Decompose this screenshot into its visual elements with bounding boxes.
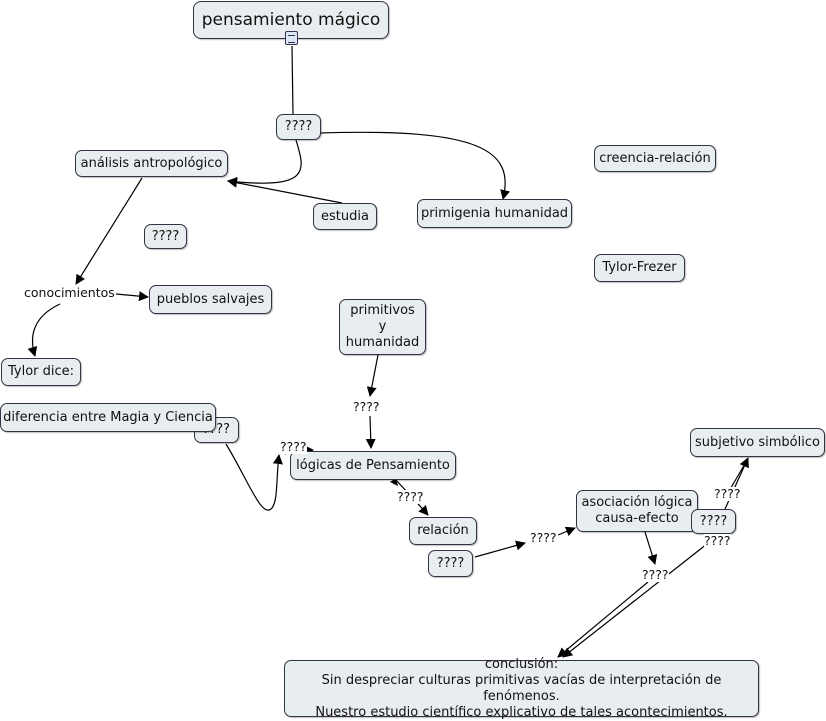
arrow-tail [390,478,398,486]
edge-estudia-to-analisis [227,177,343,204]
edge-conocimientos-to-pueblos [115,291,149,302]
edge-q-to-asociacion [557,526,576,537]
node-pueblos-salvajes[interactable]: pueblos salvajes [149,285,272,314]
edge-title-to-q [291,45,294,115]
node-pensamiento-magico[interactable]: pensamiento mágico [193,1,389,39]
edge-q-to-primigenia [319,131,510,200]
node-q-right[interactable]: ???? [691,509,736,534]
label-q3: ???? [397,489,424,504]
node-analisis-antropologico[interactable]: análisis antropológico [75,150,228,177]
node-q-top[interactable]: ???? [276,114,321,140]
label-q2: ???? [280,439,307,454]
edge-analisis-to-conocimientos [75,177,143,285]
node-q-bottom[interactable]: ???? [428,550,473,577]
edge-q-to-logicas [365,415,376,449]
node-relacion[interactable]: relación [409,517,477,545]
edge-primitivos-to-q [366,354,379,397]
edge-dif-to-q [225,443,283,511]
node-primigenia-humanidad[interactable]: primigenia humanidad [417,199,572,228]
edge-q-to-q [474,540,526,558]
label-q1: ???? [353,399,380,414]
document-icon[interactable] [285,31,298,45]
label-q6: ???? [704,533,731,548]
node-diferencia-magia-ciencia[interactable]: diferencia entre Magia y Ciencia [0,403,216,432]
label-q4: ???? [530,530,557,545]
edge-asociacion-to-q [644,531,658,565]
label-q7: ???? [642,567,669,582]
node-subjetivo-simbolico[interactable]: subjetivo simbólico [690,428,825,457]
node-logicas-pensamiento[interactable]: lógicas de Pensamiento [290,451,456,480]
node-primitivos-humanidad[interactable]: primitivos y humanidad [339,299,426,355]
node-asociacion-logica[interactable]: asociación lógica causa-efecto [576,490,698,532]
node-conclusion[interactable]: conclusión: Sin despreciar culturas prim… [284,657,759,720]
node-tylor-dice[interactable]: Tylor dice: [1,358,81,386]
node-creencia-relacion[interactable]: creencia-relación [594,145,716,172]
node-tylor-frezer[interactable]: Tylor-Frezer [594,254,685,282]
edge-q-right-to-q [562,531,714,658]
node-estudia[interactable]: estudia [313,203,377,230]
edge-q-to-conclusion [557,581,649,658]
edge-conocimientos-to-tylor [27,303,61,357]
label-conocimientos: conocimientos [24,285,115,300]
edge-q-to-analisis [227,139,302,187]
node-q-mid[interactable]: ???? [144,224,187,249]
label-q5: ???? [714,486,741,501]
